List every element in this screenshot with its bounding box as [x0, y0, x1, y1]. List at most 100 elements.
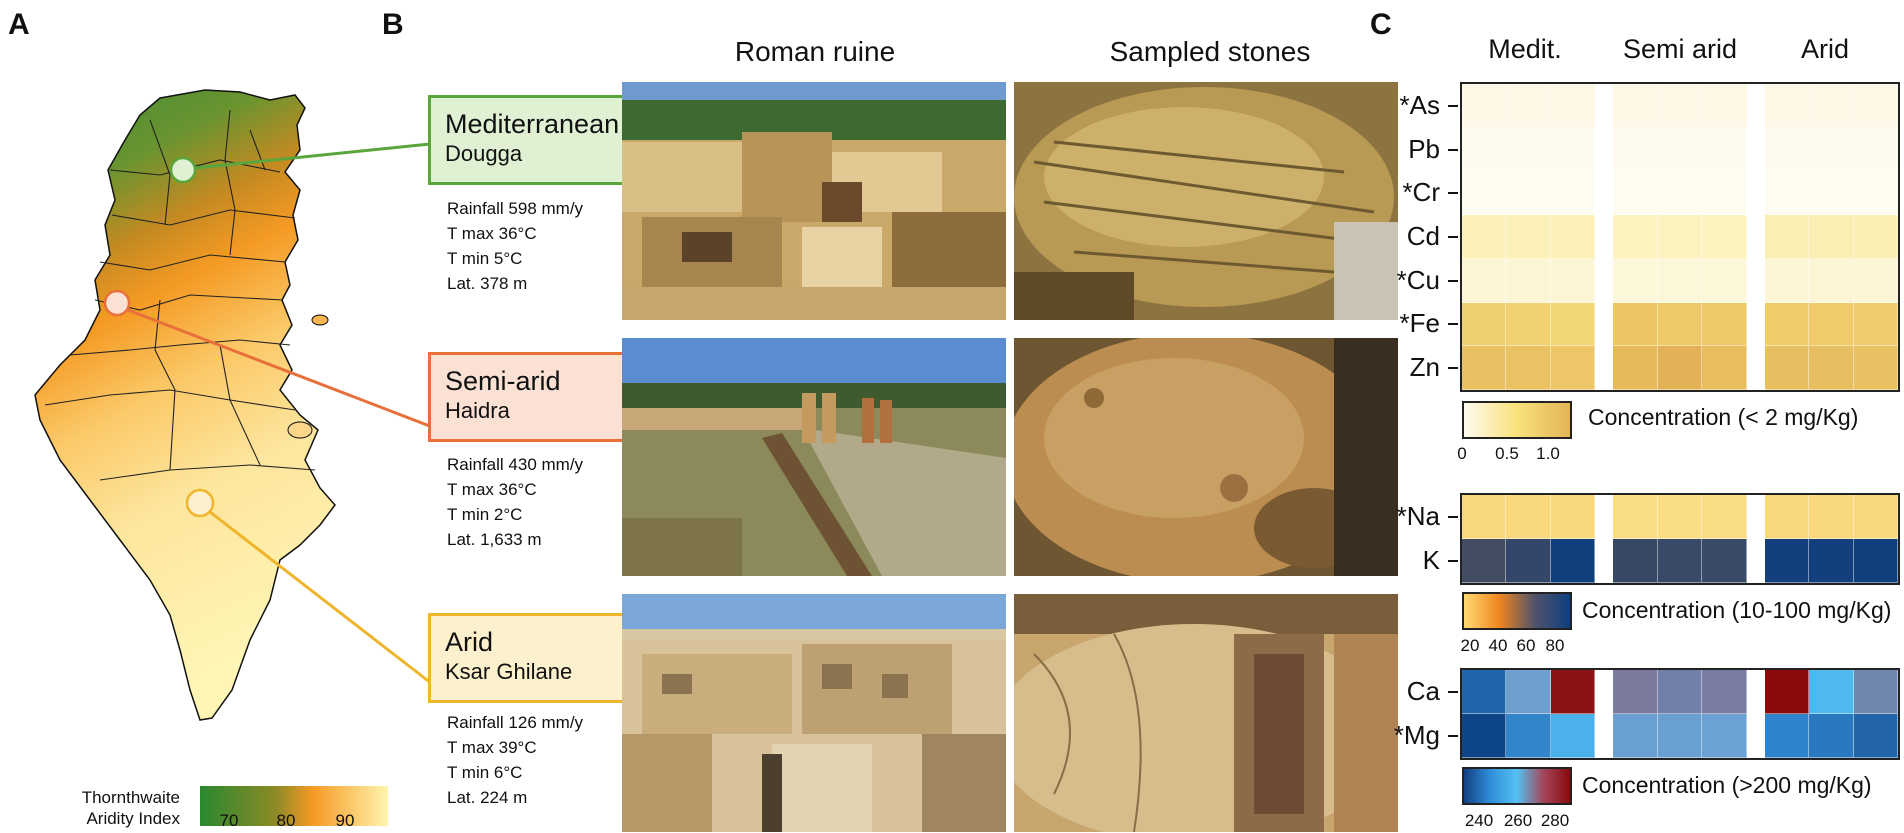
heatmap-cell	[1853, 215, 1898, 259]
site-town: Ksar Ghilane	[445, 659, 573, 684]
colorbar-camg-tick: 260	[1503, 811, 1533, 830]
heatmap-row-tick	[1448, 367, 1458, 370]
colorbar-nak-tick: 40	[1488, 636, 1508, 655]
heatmap-cell	[1462, 670, 1507, 714]
island-shape	[287, 421, 313, 439]
heatmap-cell	[1613, 714, 1658, 758]
heatmap-cell	[1764, 127, 1810, 172]
colorbar-trace-tick: 0	[1457, 444, 1467, 463]
site-town: Haidra	[445, 398, 510, 423]
heatmap-cell	[1657, 258, 1703, 303]
heatmap-cell	[1613, 346, 1658, 390]
photo-stone-haidra	[1014, 338, 1398, 576]
heatmap-cell	[1702, 215, 1747, 259]
heatmap-cell	[1853, 302, 1898, 347]
heatmap-cell	[1657, 171, 1703, 216]
heatmap-cell	[1462, 714, 1507, 758]
heatmap-cell	[1613, 215, 1658, 259]
panel-label-a: A	[8, 8, 30, 41]
heatmap-cell	[1506, 84, 1551, 128]
heatmap-cell	[1702, 670, 1747, 714]
heatmap-cell	[1764, 84, 1810, 128]
heatmap-cell	[1809, 714, 1854, 758]
site-stats-mediterranean: Rainfall 598 mm/y T max 36°C T min 5°C L…	[447, 196, 583, 296]
heatmap-cell	[1462, 215, 1507, 259]
colorbar-na-k-label: Concentration (10-100 mg/Kg)	[1582, 597, 1892, 623]
heatmap-row-tick	[1448, 104, 1458, 107]
heatmap-row-tick	[1448, 192, 1458, 195]
heatmap-row-tick	[1448, 279, 1458, 282]
heatmap-cell	[1613, 495, 1658, 539]
heatmap-cell	[1613, 84, 1658, 128]
heatmap-ca-mg	[1460, 668, 1900, 760]
heatmap-cell	[1853, 714, 1898, 758]
heatmap-cell	[1657, 539, 1703, 583]
heatmap-cell	[1853, 495, 1898, 539]
heatmap-cell	[1764, 302, 1810, 347]
heatmap-cell	[1809, 346, 1854, 390]
heatmap-cell	[1657, 714, 1703, 758]
heatmap-cell	[1702, 258, 1747, 303]
heatmap-cell	[1550, 84, 1596, 128]
site-stats-arid: Rainfall 126 mm/y T max 39°C T min 6°C L…	[447, 710, 583, 810]
lat-value: Lat. 1,633 m	[447, 530, 542, 549]
site-marker-semi-arid	[103, 289, 131, 317]
heatmap-cell	[1702, 495, 1747, 539]
heatmap-cell	[1462, 495, 1507, 539]
aridity-colorbar	[200, 786, 388, 826]
tmin-value: T min 2°C	[447, 505, 523, 524]
aridity-tick-70: 70	[219, 811, 239, 830]
heatmap-cell	[1657, 127, 1703, 172]
photo-ruin-ksar-ghilane	[622, 594, 1006, 832]
column-header-roman-ruine: Roman ruine	[734, 36, 896, 67]
heatmap-cell	[1613, 258, 1658, 303]
site-climate: Mediterranean	[445, 109, 620, 139]
heatmap-row-tick	[1448, 148, 1458, 151]
heatmap-cell	[1506, 258, 1551, 303]
heatmap-cell	[1853, 171, 1898, 216]
colorbar-trace-tick: 1.0	[1536, 444, 1560, 463]
lat-value: Lat. 224 m	[447, 788, 528, 807]
colorbar-nak-tick: 60	[1516, 636, 1536, 655]
heatmap-cell	[1506, 495, 1551, 539]
aridity-legend-title-line1: Thornthwaite	[81, 788, 180, 807]
heatmap-cell	[1809, 84, 1854, 128]
photo-ruin-haidra	[622, 338, 1006, 576]
panel-label-c: C	[1370, 8, 1392, 41]
colorbar-na-k	[1462, 592, 1572, 630]
heatmap-cell	[1853, 84, 1898, 128]
heatmap-row-label: Zn	[1409, 352, 1440, 383]
heatmap-cell	[1462, 84, 1507, 128]
site-marker-arid	[185, 488, 215, 518]
heatmap-cell	[1462, 258, 1507, 303]
colorbar-ca-mg-label: Concentration (>200 mg/Kg)	[1582, 772, 1872, 798]
heatmap-trace-elements	[1460, 82, 1900, 392]
heatmap-cell	[1764, 346, 1810, 390]
site-climate: Arid	[445, 627, 494, 657]
heatmap-cell	[1853, 539, 1898, 583]
heatmap-cell	[1764, 539, 1810, 583]
heatmap-cell	[1702, 539, 1747, 583]
heatmap-row-label: *Cr	[1402, 177, 1440, 208]
heatmap-cell	[1853, 346, 1898, 390]
heatmap-cell	[1657, 84, 1703, 128]
rainfall-value: Rainfall 126 mm/y	[447, 713, 584, 732]
heatmap-cell	[1702, 714, 1747, 758]
heatmap-cell	[1764, 171, 1810, 216]
heatmap-cell	[1462, 171, 1507, 216]
heatmap-cell	[1764, 215, 1810, 259]
heatmap-cell	[1809, 302, 1854, 347]
colorbar-nak-tick: 20	[1460, 636, 1480, 655]
heatmap-cell	[1506, 346, 1551, 390]
island-shape	[311, 314, 329, 326]
heatmap-row-label: *Cu	[1396, 264, 1440, 295]
heatmap-cell	[1764, 670, 1810, 714]
heatmap-cell	[1550, 127, 1596, 172]
colorbar-nak-tick: 80	[1545, 636, 1565, 655]
heatmap-cell	[1550, 346, 1596, 390]
colorbar-trace-elements	[1462, 401, 1572, 439]
heatmap-row-label: Ca	[1406, 676, 1440, 706]
heatmap-row-tick	[1448, 735, 1458, 737]
site-climate: Semi-arid	[445, 366, 561, 396]
heatmap-cell	[1809, 670, 1854, 714]
